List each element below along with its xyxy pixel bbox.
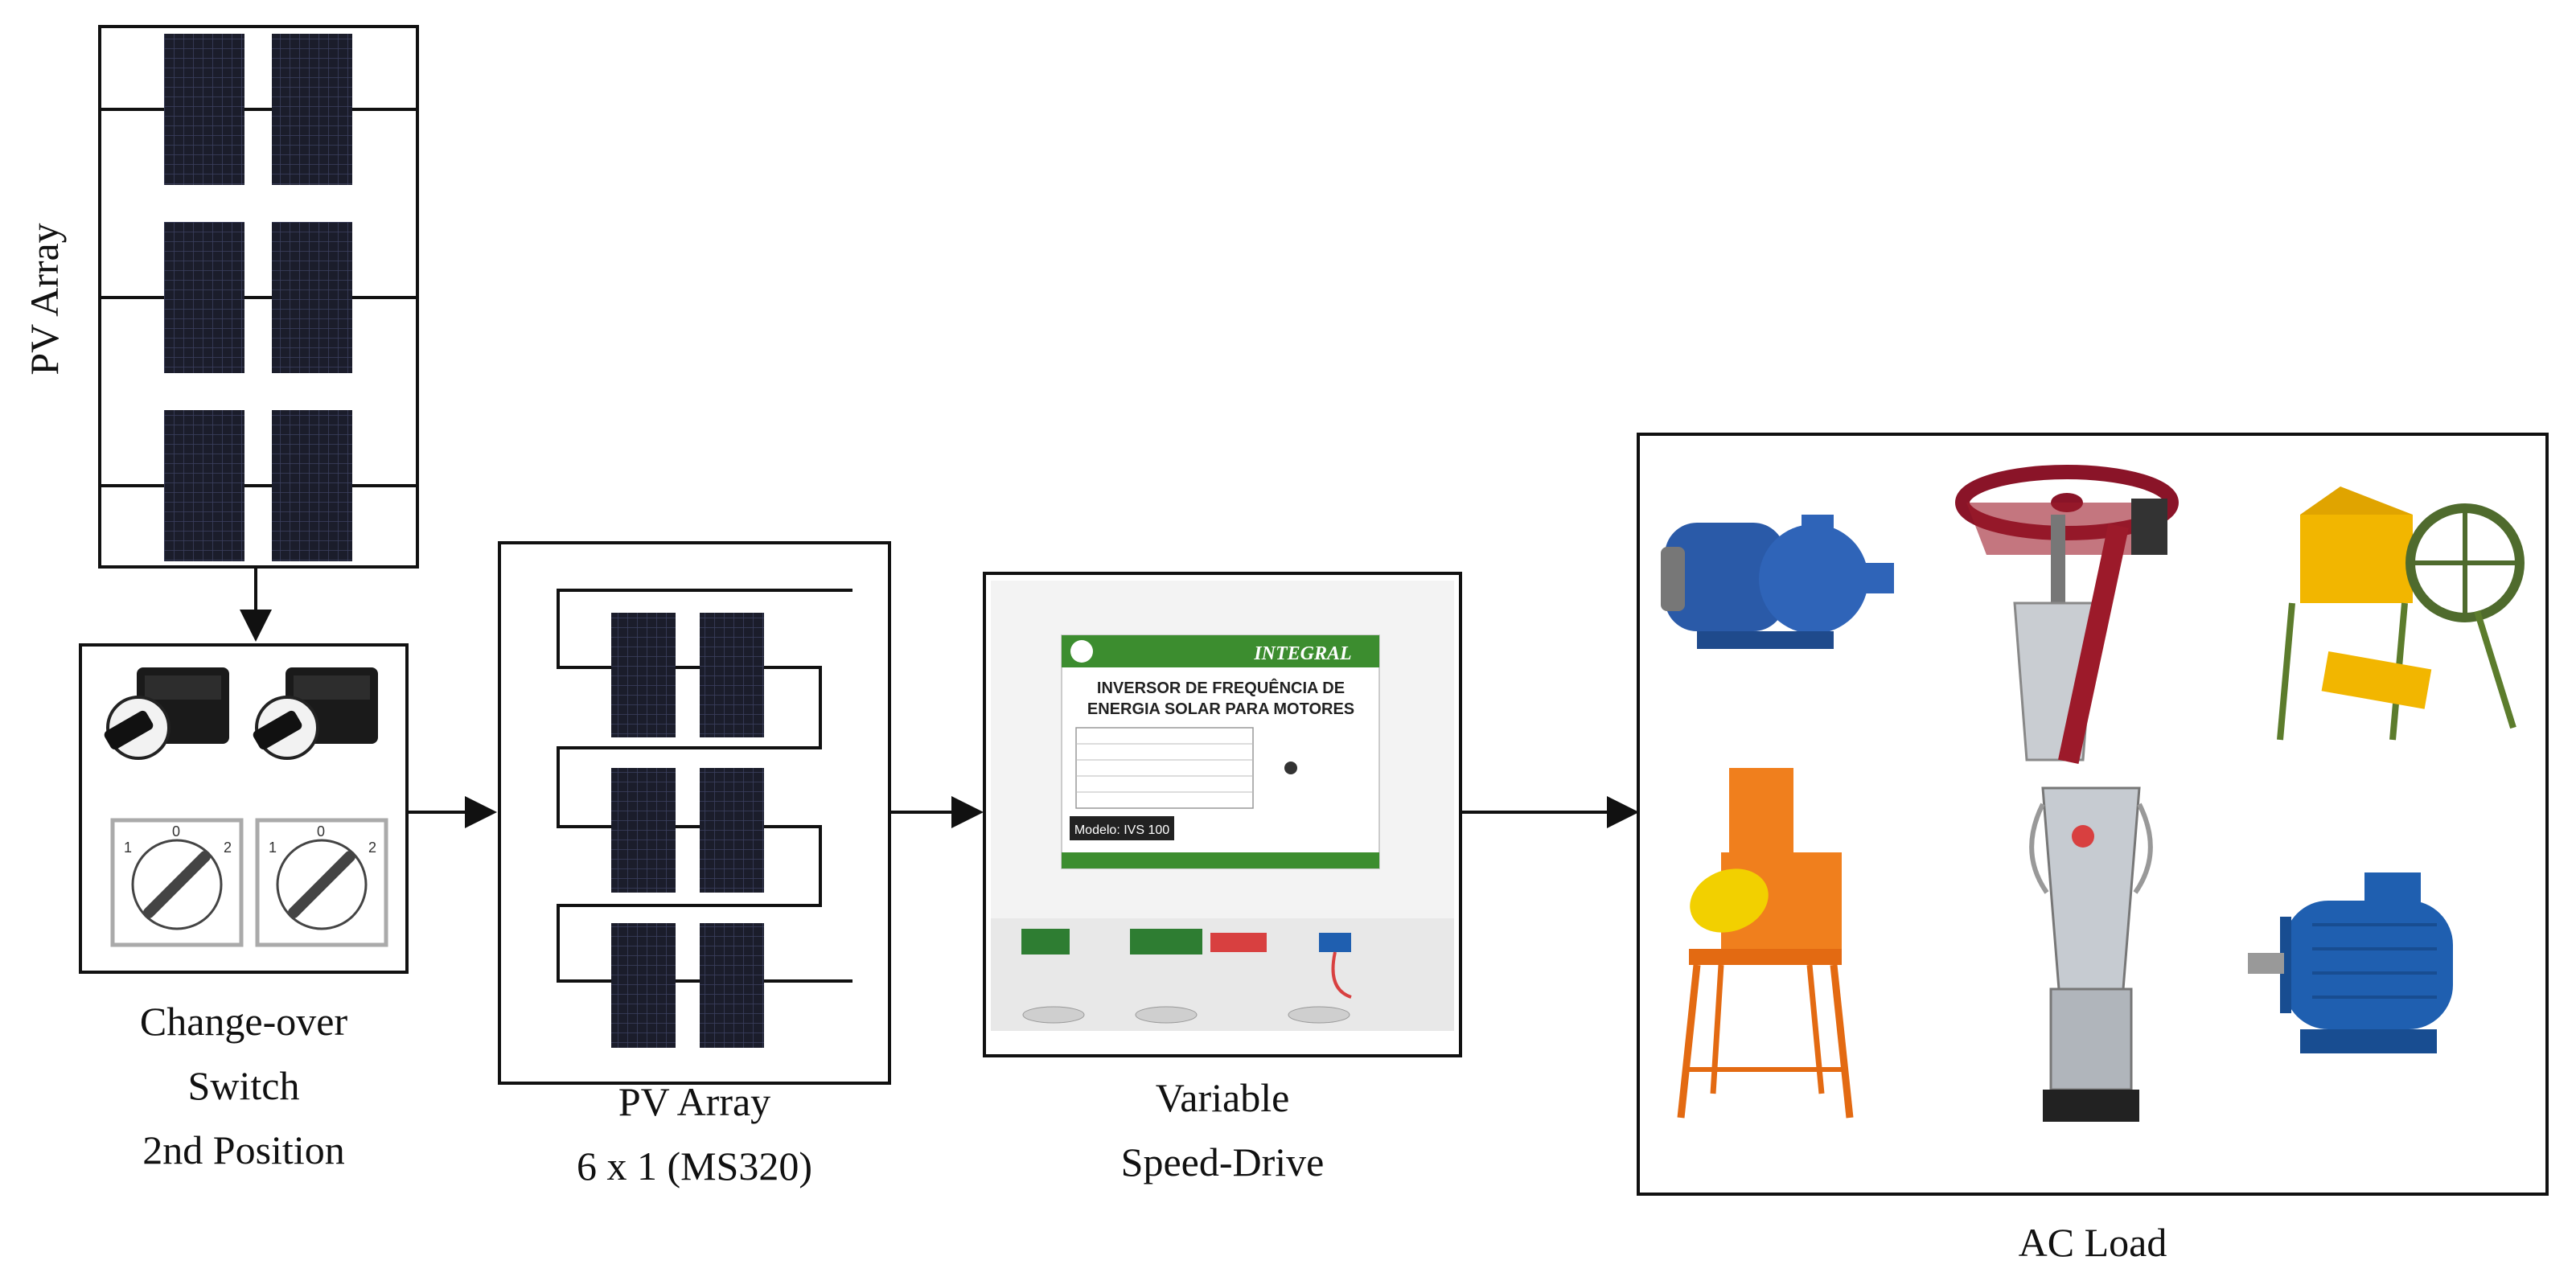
switch-knob-icon	[104, 667, 229, 760]
pv-array-top-label: PV Array	[22, 223, 67, 375]
vsd-title-line2: ENERGIA SOLAR PARA MOTORES	[1087, 700, 1354, 718]
switch-caption: Change-over Switch 2nd Position	[80, 989, 407, 1182]
switch-pos-0: 0	[317, 823, 325, 840]
vsd-caption: Variable Speed-Drive	[984, 1065, 1461, 1194]
switch-caption-line3: 2nd Position	[142, 1127, 345, 1172]
water-pump-icon	[1661, 515, 1894, 649]
switch-caption-line2: Switch	[187, 1063, 300, 1108]
vsd-title-line1: INVERSOR DE FREQUÊNCIA DE	[1097, 678, 1345, 697]
pv-array-top	[98, 25, 419, 569]
pv-array-series-caption: PV Array 6 x 1 (MS320)	[499, 1069, 889, 1198]
vsd-caption-line1: Variable	[1155, 1075, 1290, 1120]
vsd-brand: INTEGRAL	[1253, 643, 1351, 664]
industrial-blender-icon	[2029, 786, 2153, 1122]
ac-load-caption: AC Load	[1638, 1210, 2547, 1275]
switch-knob-icon	[253, 667, 378, 760]
variable-speed-drive: INTEGRAL INVERSOR DE FREQUÊNCIA DE ENERG…	[983, 572, 1462, 1057]
grain-mill-icon	[1677, 768, 1854, 1119]
integral-logo-icon	[1070, 640, 1093, 663]
switch-pos-2: 2	[224, 840, 232, 856]
switch-dial-icon: 1 0 2	[255, 818, 388, 947]
switch-dial-icon: 1 0 2	[110, 818, 244, 947]
vsd-caption-line2: Speed-Drive	[1120, 1139, 1325, 1184]
ac-load-box	[1637, 433, 2549, 1196]
pv-array-series-caption-line1: PV Array	[618, 1079, 771, 1124]
forage-chopper-icon	[2277, 486, 2525, 741]
pv-array-series	[498, 541, 891, 1085]
sugarcane-juicer-icon	[1955, 465, 2179, 765]
electric-motor-icon	[2248, 872, 2453, 1053]
switch-pos-0: 0	[172, 823, 180, 840]
ac-load-caption-text: AC Load	[2018, 1220, 2167, 1265]
switch-pos-1: 1	[124, 840, 132, 856]
switch-pos-1: 1	[269, 840, 277, 856]
vsd-model: Modelo: IVS 100	[1074, 823, 1169, 837]
pv-array-series-caption-line2: 6 x 1 (MS320)	[576, 1143, 813, 1189]
switch-pos-2: 2	[368, 840, 376, 856]
switch-caption-line1: Change-over	[139, 999, 348, 1044]
changeover-switch: 1 0 2 1 0 2	[79, 643, 409, 974]
